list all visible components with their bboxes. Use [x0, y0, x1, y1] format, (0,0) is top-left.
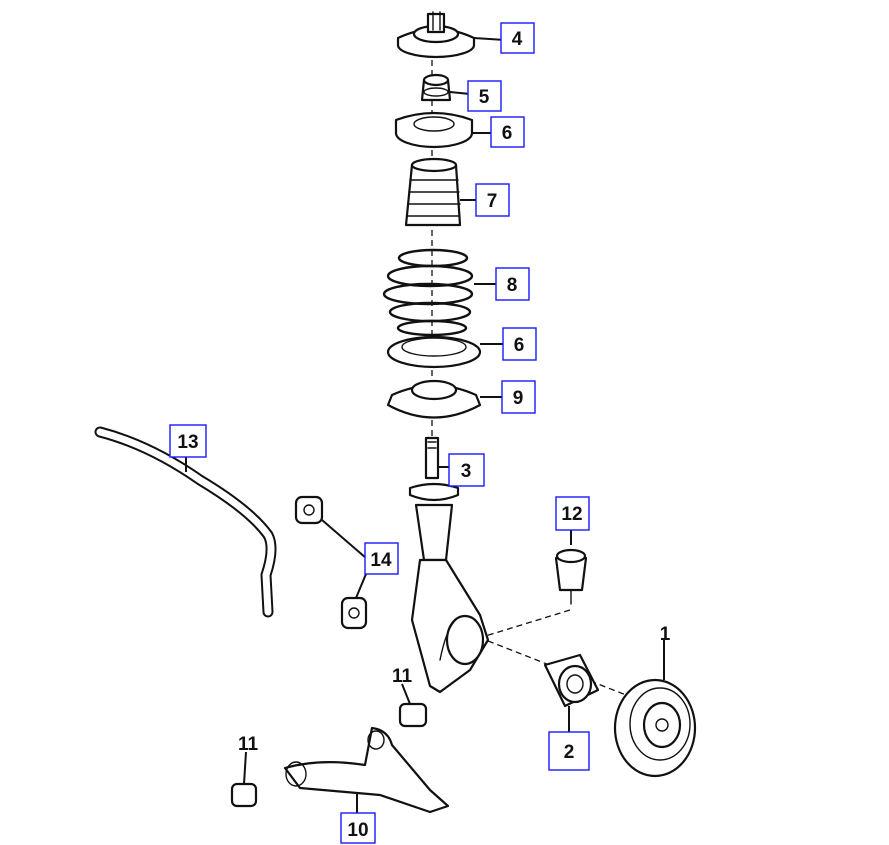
svg-text:13: 13 [177, 432, 198, 453]
svg-text:11: 11 [392, 666, 413, 687]
callout-leader-lines [185, 37, 665, 813]
callout-12: 12 [555, 496, 590, 531]
svg-text:3: 3 [461, 461, 472, 482]
svg-text:1: 1 [660, 624, 671, 645]
callout-13: 13 [169, 424, 207, 458]
callout-1: 1 [660, 624, 671, 645]
part-upper-spring-insulator [394, 111, 474, 149]
svg-text:10: 10 [347, 820, 368, 841]
part-stabilizer-bushing [294, 495, 368, 630]
callout-8: 8 [495, 267, 530, 301]
svg-text:6: 6 [502, 123, 513, 144]
part-spring-seat [386, 379, 482, 419]
callout-11-upper: 11 [392, 666, 413, 687]
part-ball-joint [554, 548, 588, 605]
svg-text:8: 8 [507, 275, 518, 296]
callout-5: 5 [467, 80, 502, 112]
svg-text:14: 14 [370, 550, 392, 571]
svg-text:11: 11 [238, 734, 259, 755]
part-brake-rotor [613, 678, 697, 778]
svg-text:6: 6 [514, 335, 525, 356]
svg-text:4: 4 [512, 29, 523, 50]
part-control-arm-bushing [230, 702, 428, 808]
svg-text:7: 7 [487, 191, 498, 212]
part-stabilizer-bar [94, 426, 277, 618]
svg-text:2: 2 [564, 742, 575, 763]
part-lower-control-arm [283, 726, 450, 814]
part-dust-boot [404, 157, 462, 227]
part-hub-bearing [543, 653, 600, 708]
callout-4: 4 [500, 22, 535, 54]
callout-10: 10 [340, 812, 376, 844]
callout-3: 3 [448, 453, 485, 487]
part-lower-spring-insulator [386, 335, 482, 369]
callout-14: 14 [364, 542, 399, 575]
callout-11-lower: 11 [238, 734, 259, 755]
callout-7: 7 [475, 183, 510, 217]
part-bearing [420, 73, 452, 102]
callout-9: 9 [501, 380, 536, 414]
part-strut-assembly [408, 436, 490, 694]
part-strut-mount [396, 11, 476, 59]
callout-2: 2 [548, 731, 590, 771]
part-coil-spring [382, 248, 474, 337]
svg-text:12: 12 [561, 504, 582, 525]
svg-text:9: 9 [513, 388, 524, 409]
callout-6-upper: 6 [490, 116, 525, 148]
svg-text:5: 5 [479, 87, 490, 108]
callout-6-lower: 6 [502, 327, 537, 361]
